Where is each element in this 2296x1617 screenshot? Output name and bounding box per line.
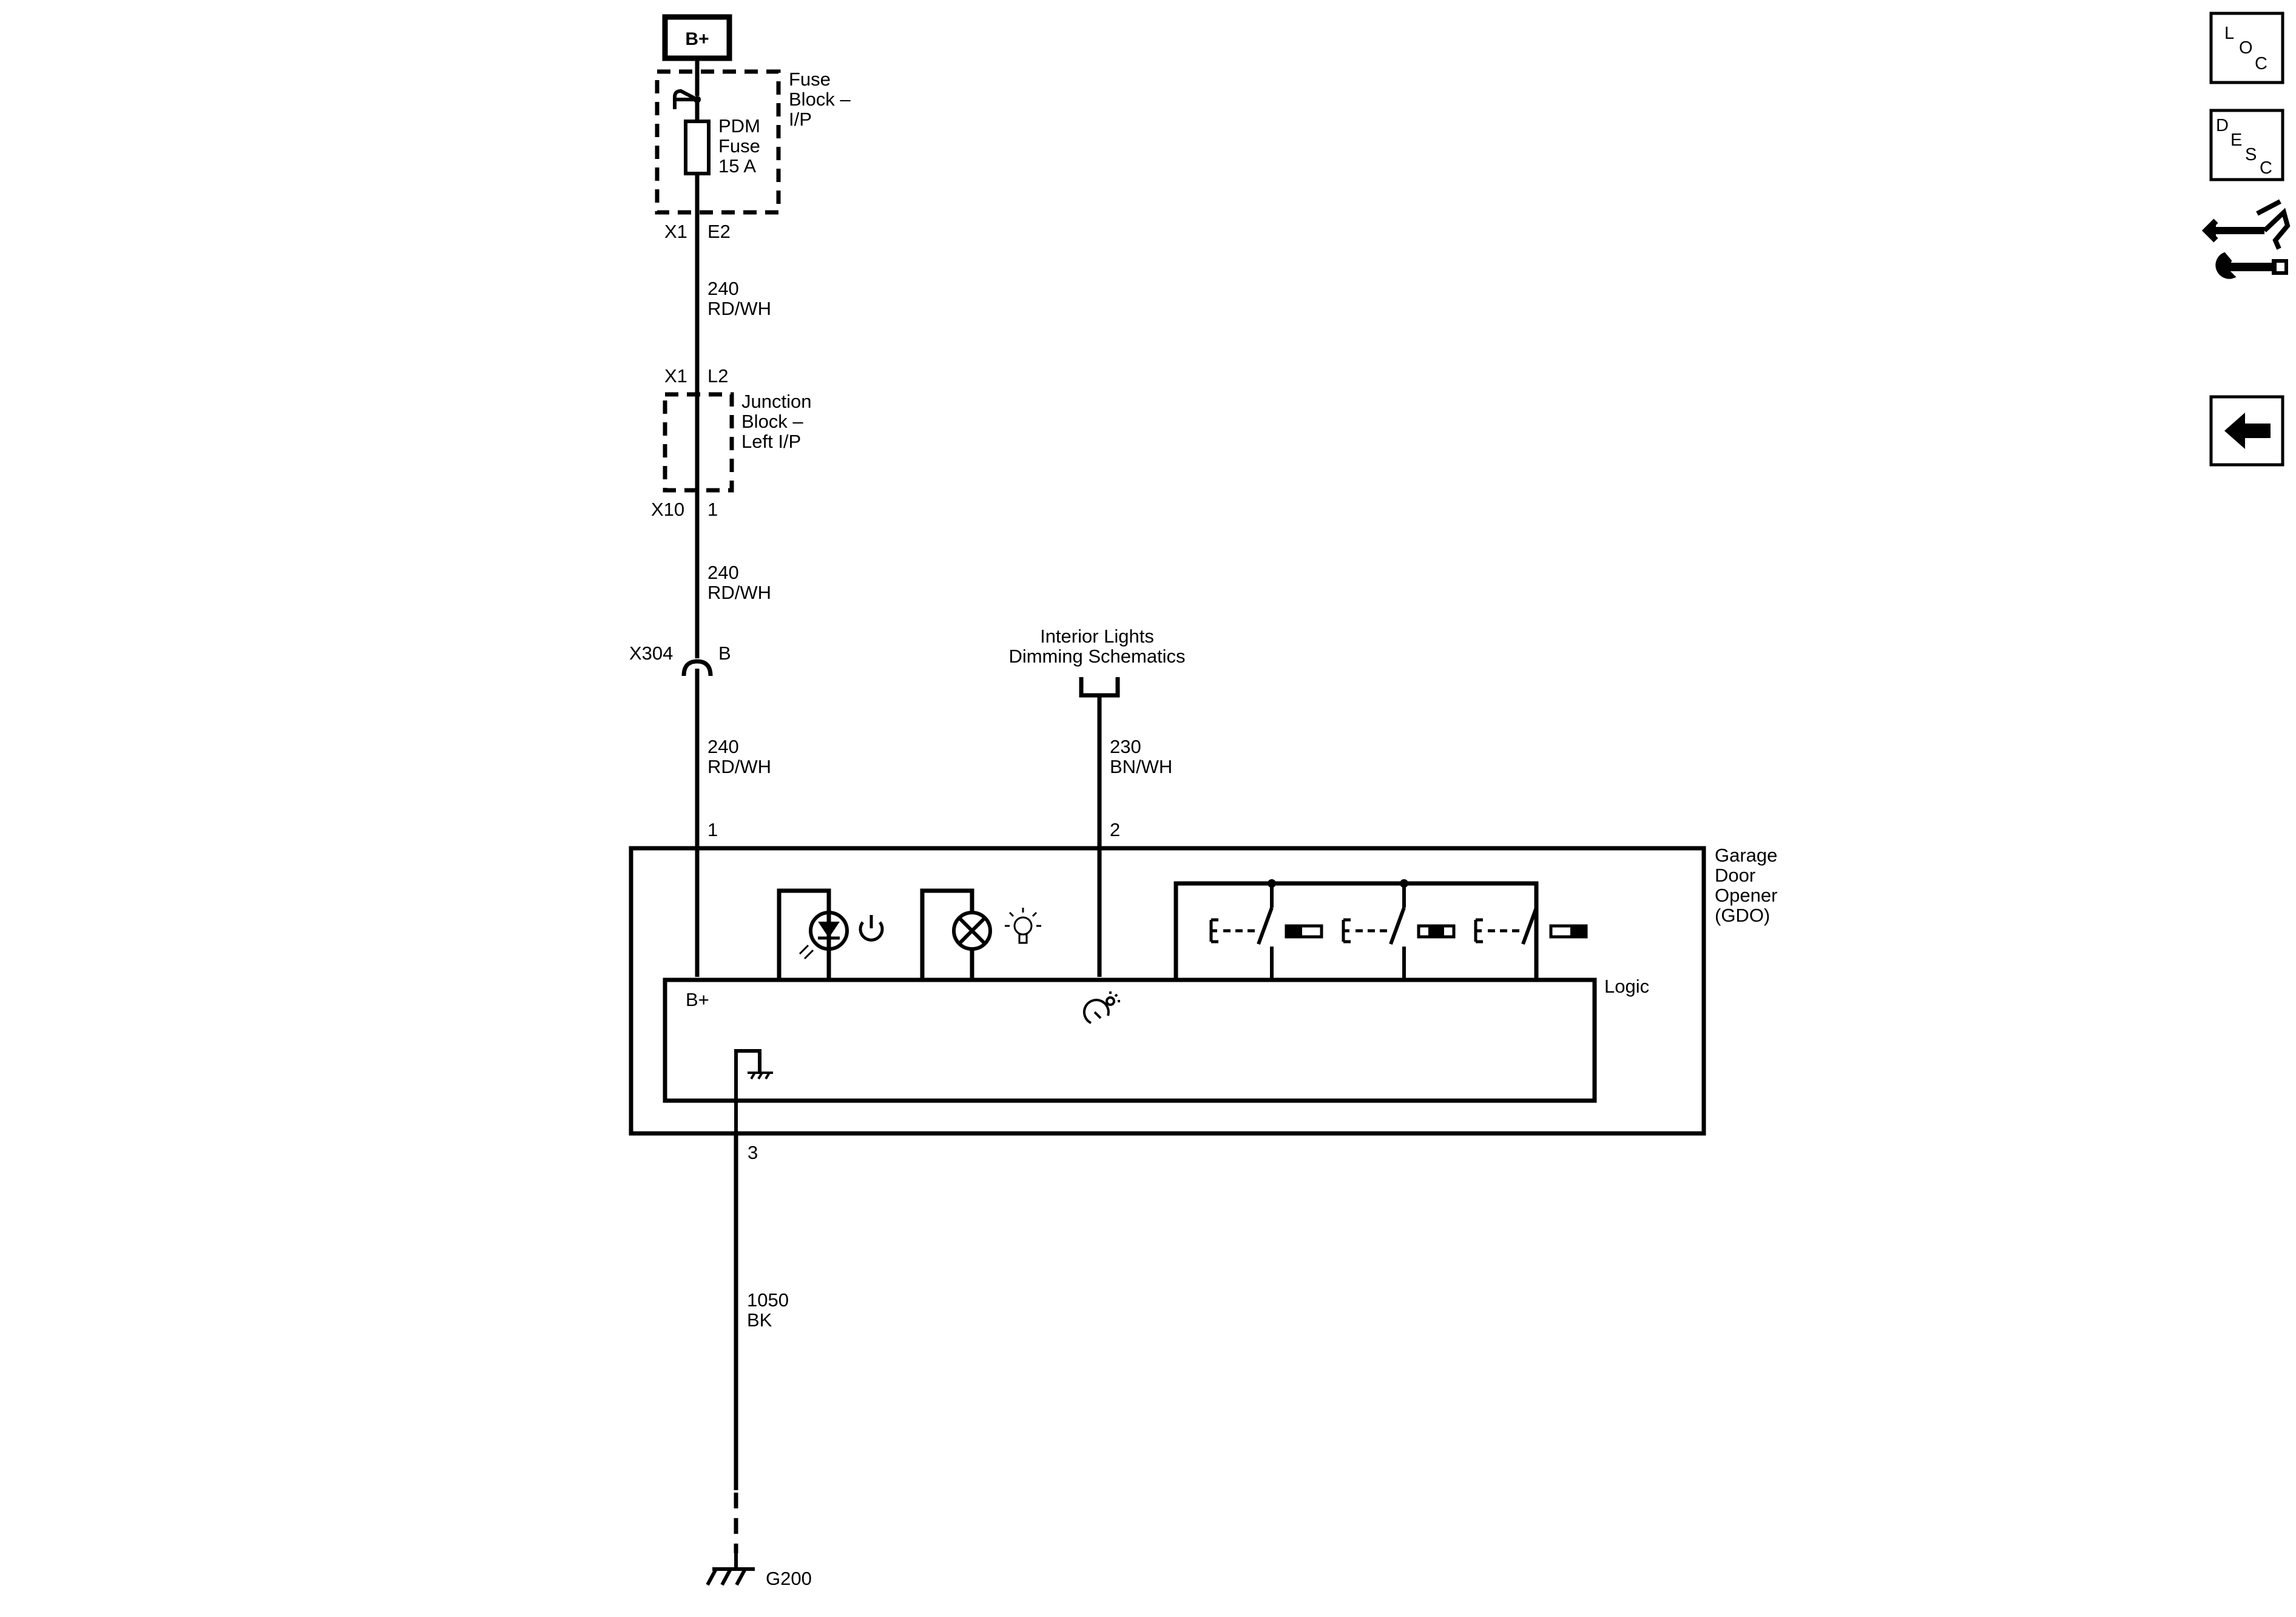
svg-text:C: C [2260, 158, 2272, 178]
female-terminal-icon [681, 659, 713, 677]
diode-icon [818, 922, 840, 938]
svg-text:RD/WH: RD/WH [707, 756, 771, 777]
switch-1 [1209, 879, 1323, 980]
svg-text:Door: Door [1715, 865, 1755, 886]
power-icon [859, 915, 884, 942]
svg-text:Fuse: Fuse [718, 135, 760, 157]
svg-text:O: O [2239, 38, 2253, 58]
inline-connector-name: X304 [629, 643, 673, 664]
dimming-icon [1082, 991, 1120, 1024]
wire1-label: 240 RD/WH [707, 278, 771, 319]
switch-3 [1474, 906, 1588, 980]
svg-text:Opener: Opener [1715, 885, 1777, 906]
gdo-title: Garage Door Opener (GDO) [1715, 845, 1777, 926]
svg-text:240: 240 [707, 562, 739, 583]
led-indicator [777, 888, 884, 980]
back-button[interactable] [2209, 395, 2284, 467]
svg-text:15 A: 15 A [718, 155, 756, 177]
inline-connector-pin: B [718, 643, 731, 664]
logic-bplus-label: B+ [686, 989, 709, 1010]
svg-text:240: 240 [707, 278, 739, 299]
reference-bracket-icon [1079, 677, 1120, 698]
fuse-label: PDM Fuse 15 A [718, 115, 760, 177]
power-source-label: B+ [685, 29, 709, 49]
fuse-block-title: Fuse Block – I/P [789, 69, 851, 130]
light-bulb-icon [1005, 908, 1041, 944]
junction-block: X1 L2 Junction Block – Left I/P X10 1 [651, 365, 811, 520]
ground-wire: 1050 BK [734, 1133, 789, 1553]
svg-text:RD/WH: RD/WH [707, 582, 771, 603]
ground-name: G200 [766, 1568, 812, 1589]
inline-connector-x304: X304 B [629, 643, 731, 677]
gdo-pin-power: 1 [707, 819, 718, 840]
svg-text:(GDO): (GDO) [1715, 905, 1770, 926]
switch-2 [1342, 879, 1456, 980]
logic-box [663, 977, 1597, 1103]
junction-top-conn-right: L2 [707, 365, 728, 387]
ground-g200: G200 [706, 1553, 812, 1589]
svg-text:230: 230 [1110, 736, 1141, 757]
svg-text:Fuse: Fuse [789, 69, 831, 90]
lamp-indicator [920, 888, 1041, 980]
svg-text:Block –: Block – [741, 411, 803, 432]
wire3-label: 240 RD/WH [707, 736, 771, 777]
svg-text:RD/WH: RD/WH [707, 298, 771, 319]
desc-button[interactable]: D E S C [2209, 109, 2284, 181]
junction-bot-conn-left: X10 [651, 499, 684, 520]
svg-text:Dimming Schematics: Dimming Schematics [1008, 646, 1185, 667]
svg-text:Garage: Garage [1715, 845, 1777, 866]
gdo-pin-dimming: 2 [1110, 819, 1120, 840]
fuse-icon [684, 120, 711, 175]
interior-lights-reference: Interior Lights Dimming Schematics 230 B… [1008, 626, 1186, 977]
internal-ground-icon [734, 1049, 773, 1133]
fuse-conn-right: E2 [707, 221, 731, 242]
button-switch-group [1173, 879, 1588, 980]
wire2-label: 240 RD/WH [707, 562, 771, 603]
svg-text:1050: 1050 [747, 1289, 789, 1311]
power-source-box: B+ [662, 14, 732, 61]
svg-text:240: 240 [707, 736, 739, 757]
svg-text:BN/WH: BN/WH [1110, 756, 1172, 777]
svg-text:S: S [2245, 145, 2257, 164]
junction-block-title: Junction Block – Left I/P [741, 391, 811, 452]
junction-bot-conn-right: 1 [707, 499, 718, 520]
fuse-block: PDM Fuse 15 A Fuse Block – I/P X1 E2 [655, 69, 851, 242]
fuse-conn-left: X1 [664, 221, 687, 242]
gdo-pin-ground: 3 [748, 1142, 758, 1163]
connector-repair-icon[interactable] [2201, 199, 2291, 279]
logic-label: Logic [1604, 976, 1649, 997]
svg-text:L: L [2224, 24, 2234, 43]
svg-text:D: D [2216, 116, 2229, 135]
arrow-left-icon [2224, 413, 2271, 449]
svg-text:C: C [2255, 54, 2267, 73]
svg-text:Block –: Block – [789, 89, 851, 110]
svg-text:I/P: I/P [789, 109, 812, 130]
chassis-ground-icon [706, 1553, 755, 1586]
svg-text:Left I/P: Left I/P [741, 431, 801, 452]
svg-text:Junction: Junction [741, 391, 811, 412]
junction-top-conn-left: X1 [664, 365, 687, 387]
gdo-module: 1 2 Garage Door Opener (GDO) Logic B+ [629, 819, 1777, 1163]
svg-text:BK: BK [747, 1309, 772, 1331]
svg-text:PDM: PDM [718, 115, 760, 137]
svg-text:E: E [2230, 130, 2242, 150]
loc-button[interactable]: L O C [2209, 12, 2284, 84]
svg-text:Interior Lights: Interior Lights [1040, 626, 1154, 647]
